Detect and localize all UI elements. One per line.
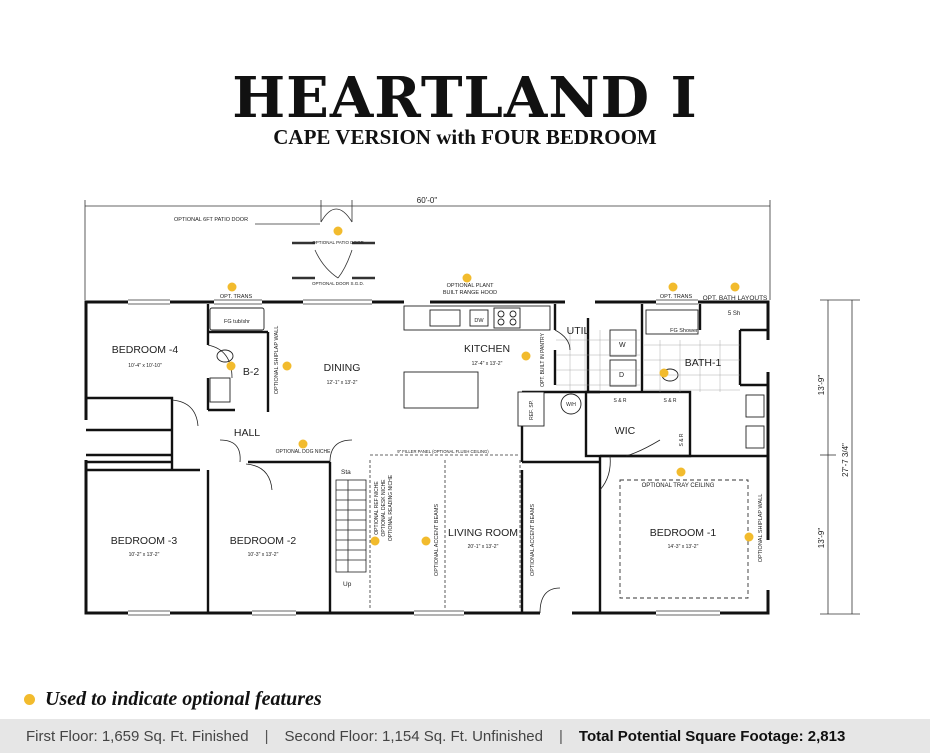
optional-dot xyxy=(521,351,531,361)
depth-dimensions xyxy=(820,299,860,615)
patio-door-label: OPTIONAL 6FT PATIO DOOR xyxy=(174,217,248,223)
fg-tub-label: FG tub/shr xyxy=(224,319,250,325)
optional-dot xyxy=(744,532,754,542)
accent-beams xyxy=(369,454,521,610)
legend: Used to indicate optional features xyxy=(24,687,322,711)
sr3-label: S & R xyxy=(679,433,685,446)
range-hood-label: BUILT RANGE HOOD xyxy=(443,290,497,296)
total-sqft: Total Potential Square Footage: 2,813 xyxy=(578,727,846,745)
depth-total-label: 27'-7 3/4" xyxy=(841,443,850,477)
plan-subtitle: CAPE VERSION with FOUR BEDROOM xyxy=(273,125,657,149)
optional-dot xyxy=(282,361,292,371)
optional-dot xyxy=(668,282,678,292)
bath-layouts-label: OPT. BATH LAYOUTS xyxy=(703,295,768,302)
accent-beams-1-label: OPTIONAL ACCENT BEAMS xyxy=(434,504,440,576)
wic-name: WIC xyxy=(615,425,636,437)
optional-dot xyxy=(676,467,686,477)
bedroom2-size: 10'-3" x 13'-2" xyxy=(248,552,279,558)
interior-walls xyxy=(86,304,768,613)
footer-separator: | xyxy=(264,727,269,745)
width-dimension xyxy=(84,200,771,300)
stairs xyxy=(335,479,367,573)
dryer-label: D xyxy=(619,372,624,379)
fg-shower-label: FG Shower xyxy=(670,328,698,334)
kitchen-size: 12'-4" x 13'-2" xyxy=(472,361,503,367)
ref-sp-label: REF. SP. xyxy=(529,400,535,420)
exterior-walls xyxy=(84,300,770,615)
sh5-label: 5 Sh xyxy=(728,311,740,317)
tile-grid xyxy=(556,330,740,392)
tray-ceiling-label: OPTIONAL TRAY CEILING xyxy=(642,483,715,489)
dog-niche-label: OPTIONAL DOG NICHE xyxy=(276,449,331,455)
plan-title: HEARTLAND I xyxy=(232,65,698,131)
optional-dot xyxy=(226,361,236,371)
kitchen-name: KITCHEN xyxy=(464,343,510,355)
washer-label: W xyxy=(619,342,626,349)
optional-dot xyxy=(227,282,237,292)
opt-trans-2-label: OPT. TRANS xyxy=(660,294,693,300)
desk-niche-label: OPTIONAL DESK NICHE xyxy=(381,479,387,537)
patio-door-small-label: OPTIONAL PATIO DOOR xyxy=(312,240,364,245)
util-name: UTIL xyxy=(567,325,590,337)
bedroom3-name: BEDROOM -3 xyxy=(111,535,178,547)
tray-ceiling-outline xyxy=(619,479,749,599)
bedroom3-size: 10'-2" x 13'-2" xyxy=(129,552,160,558)
dining-size: 12'-1" x 13'-2" xyxy=(327,380,358,386)
door-swings xyxy=(171,329,661,614)
plant-hood-label: OPTIONAL PLANT xyxy=(447,283,495,289)
depth-upper-label: 13'-9" xyxy=(817,375,826,396)
second-floor-sqft: Second Floor: 1,154 Sq. Ft. Unfinished xyxy=(284,727,543,745)
bath1-name: BATH-1 xyxy=(685,357,722,369)
optional-dot xyxy=(333,226,343,236)
optional-dot xyxy=(298,439,308,449)
optional-dot xyxy=(370,536,380,546)
sr1-label: S & R xyxy=(613,398,626,404)
optional-dot xyxy=(462,273,472,283)
bedroom4-size: 10'-4" x 10'-10" xyxy=(128,363,162,369)
living-name: LIVING ROOM xyxy=(448,527,518,539)
living-size: 20'-1" x 13'-2" xyxy=(468,544,499,550)
bath-fixtures xyxy=(209,307,765,449)
footer-separator: | xyxy=(558,727,563,745)
opt-trans-1-label: OPT. TRANS xyxy=(220,294,253,300)
bedroom1-name: BEDROOM -1 xyxy=(650,527,717,539)
bedroom1-size: 14'-3" x 13'-2" xyxy=(668,544,699,550)
builtin-pantry-label: OPT. BUILT IN PANTRY xyxy=(540,332,546,386)
optional-dot xyxy=(730,282,740,292)
accent-beams-2-label: OPTIONAL ACCENT BEAMS xyxy=(530,504,536,576)
width-dimension-label: 60'-0" xyxy=(417,196,438,205)
depth-lower-label: 13'-9" xyxy=(817,528,826,549)
window-panes xyxy=(128,299,720,616)
bedroom2-name: BEDROOM -2 xyxy=(230,535,297,547)
windows xyxy=(84,300,770,615)
stair-niche-label: OPTIONAL REF NICHE xyxy=(374,481,380,535)
kitchen-counters xyxy=(403,305,551,427)
legend-dot-icon xyxy=(24,693,35,705)
stair-sta-label: Sta xyxy=(341,469,351,476)
bedroom4-name: BEDROOM -4 xyxy=(112,344,179,356)
floor-plan: 60'-0" 13'-9" 13'-9" 27'-7 3/4" OPTIONAL… xyxy=(84,196,860,616)
square-footage-bar: First Floor: 1,659 Sq. Ft. Finished | Se… xyxy=(0,719,930,753)
hall-name: HALL xyxy=(234,427,260,439)
sr2-label: S & R xyxy=(663,398,676,404)
filler-panel-label: 9" FILLER PANEL (OPTIONAL FLUSH CEILING) xyxy=(397,449,489,454)
dining-name: DINING xyxy=(324,362,361,374)
shiplap-dining-label: OPTIONAL SHIPLAP WALL xyxy=(274,326,280,395)
optional-dot xyxy=(659,368,669,378)
optional-feature-dots xyxy=(226,226,754,546)
legend-text: Used to indicate optional features xyxy=(45,687,322,710)
optional-dot xyxy=(421,536,431,546)
reading-niche-label: OPTIONAL READING NICHE xyxy=(388,474,394,541)
shiplap-bed1-label: OPTIONAL SHIPLAP WALL xyxy=(758,494,764,563)
first-floor-sqft: First Floor: 1,659 Sq. Ft. Finished xyxy=(26,727,249,745)
dw-label: DW xyxy=(474,318,484,324)
stair-up-label: Up xyxy=(343,581,352,588)
door-sgd-label: OPTIONAL DOOR S.G.D. xyxy=(312,281,364,286)
patio-door-swing xyxy=(255,200,375,280)
b2-name: B-2 xyxy=(243,366,260,378)
water-heater-label: W/H xyxy=(566,402,576,408)
